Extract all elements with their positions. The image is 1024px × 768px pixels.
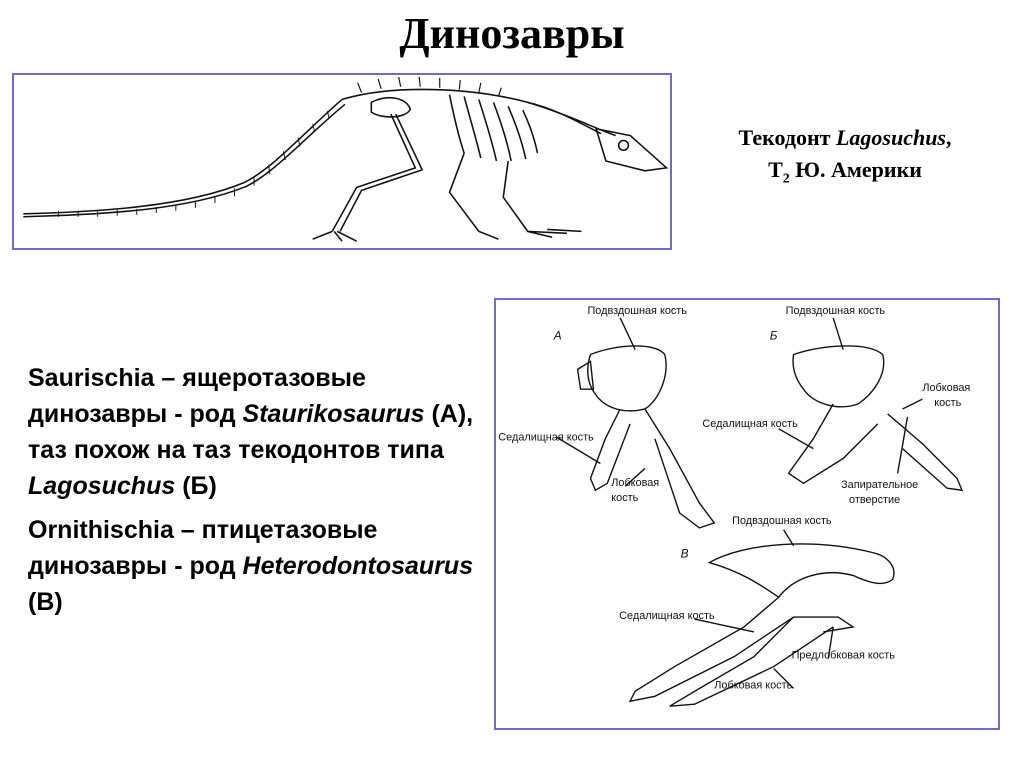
c-prepubis-label: Предлобковая кость: [792, 650, 896, 662]
a-pubis-label-1: Лобковая: [611, 477, 659, 489]
b-foramen-label-2: отверстие: [849, 494, 900, 506]
caption-line-2: Т2 Ю. Америки: [690, 154, 1000, 195]
caption-line-1: Текодонт Lagosuchus,: [690, 122, 1000, 154]
a-pubis-label-2: кость: [611, 492, 638, 504]
caption-period-letter: Т: [768, 157, 783, 182]
b-pubis-label-2: кость: [934, 397, 961, 409]
letter-a: А: [553, 329, 562, 343]
letter-b: Б: [770, 329, 778, 343]
caption-period-index: 2: [782, 171, 790, 187]
pelvis-a-shape: [555, 317, 716, 529]
body-text: Saurischia – ящеротазовые динозавры - ро…: [28, 360, 488, 628]
caption-genus: Lagosuchus: [835, 125, 946, 150]
ornithischia-paragraph: Ornithischia – птицетазовые динозавры - …: [28, 512, 488, 620]
caption-region: Ю. Америки: [789, 157, 922, 182]
saurischia-text-3: (Б): [175, 472, 217, 500]
lagosuchus-skeleton-drawing: [23, 76, 669, 242]
ornithischia-genus: Heterodontosaurus: [242, 552, 474, 580]
a-ischium-label: Седалищная кость: [498, 432, 594, 444]
caption-comma: ,: [946, 125, 952, 150]
saurischia-text-1: Saurischia – ящеротазовые динозавры - ро…: [28, 364, 366, 428]
c-ilium-label: Подвздошная кость: [732, 515, 832, 527]
saurischia-text-2: (А), таз похож на таз текодонтов типа: [28, 400, 474, 464]
saurischia-paragraph: Saurischia – ящеротазовые динозавры - ро…: [28, 360, 488, 504]
saurischia-genus-2: Lagosuchus: [28, 472, 176, 500]
b-pubis-label-1: Лобковая: [922, 382, 970, 394]
pelvis-b-shape: [778, 317, 964, 492]
page-title: Динозавры: [399, 9, 625, 58]
c-ischium-label: Седалищная кость: [619, 610, 715, 622]
skeleton-illustration: [12, 73, 672, 250]
saurischia-genus-1: Staurikosaurus: [242, 400, 425, 428]
pelvis-diagram: А Подвздошная кость Седалищная кость Лоб…: [494, 298, 1000, 730]
b-ilium-label: Подвздошная кость: [786, 305, 886, 317]
pelvis-drawing: А Подвздошная кость Седалищная кость Лоб…: [498, 305, 970, 707]
figure-caption: Текодонт Lagosuchus, Т2 Ю. Америки: [690, 122, 1000, 195]
letter-c: В: [681, 547, 689, 561]
pelvis-c-shape: [628, 529, 895, 707]
ornithischia-text-1: Ornithischia – птицетазовые динозавры - …: [28, 516, 378, 580]
a-ilium-label: Подвздошная кость: [587, 305, 687, 317]
ornithischia-text-2: (В): [28, 588, 63, 616]
b-foramen-label-1: Запирательное: [841, 479, 918, 491]
c-pubis-label: Лобковая кость: [714, 679, 792, 691]
caption-prefix: Текодонт: [738, 125, 836, 150]
b-ischium-label: Седалищная кость: [702, 418, 798, 430]
